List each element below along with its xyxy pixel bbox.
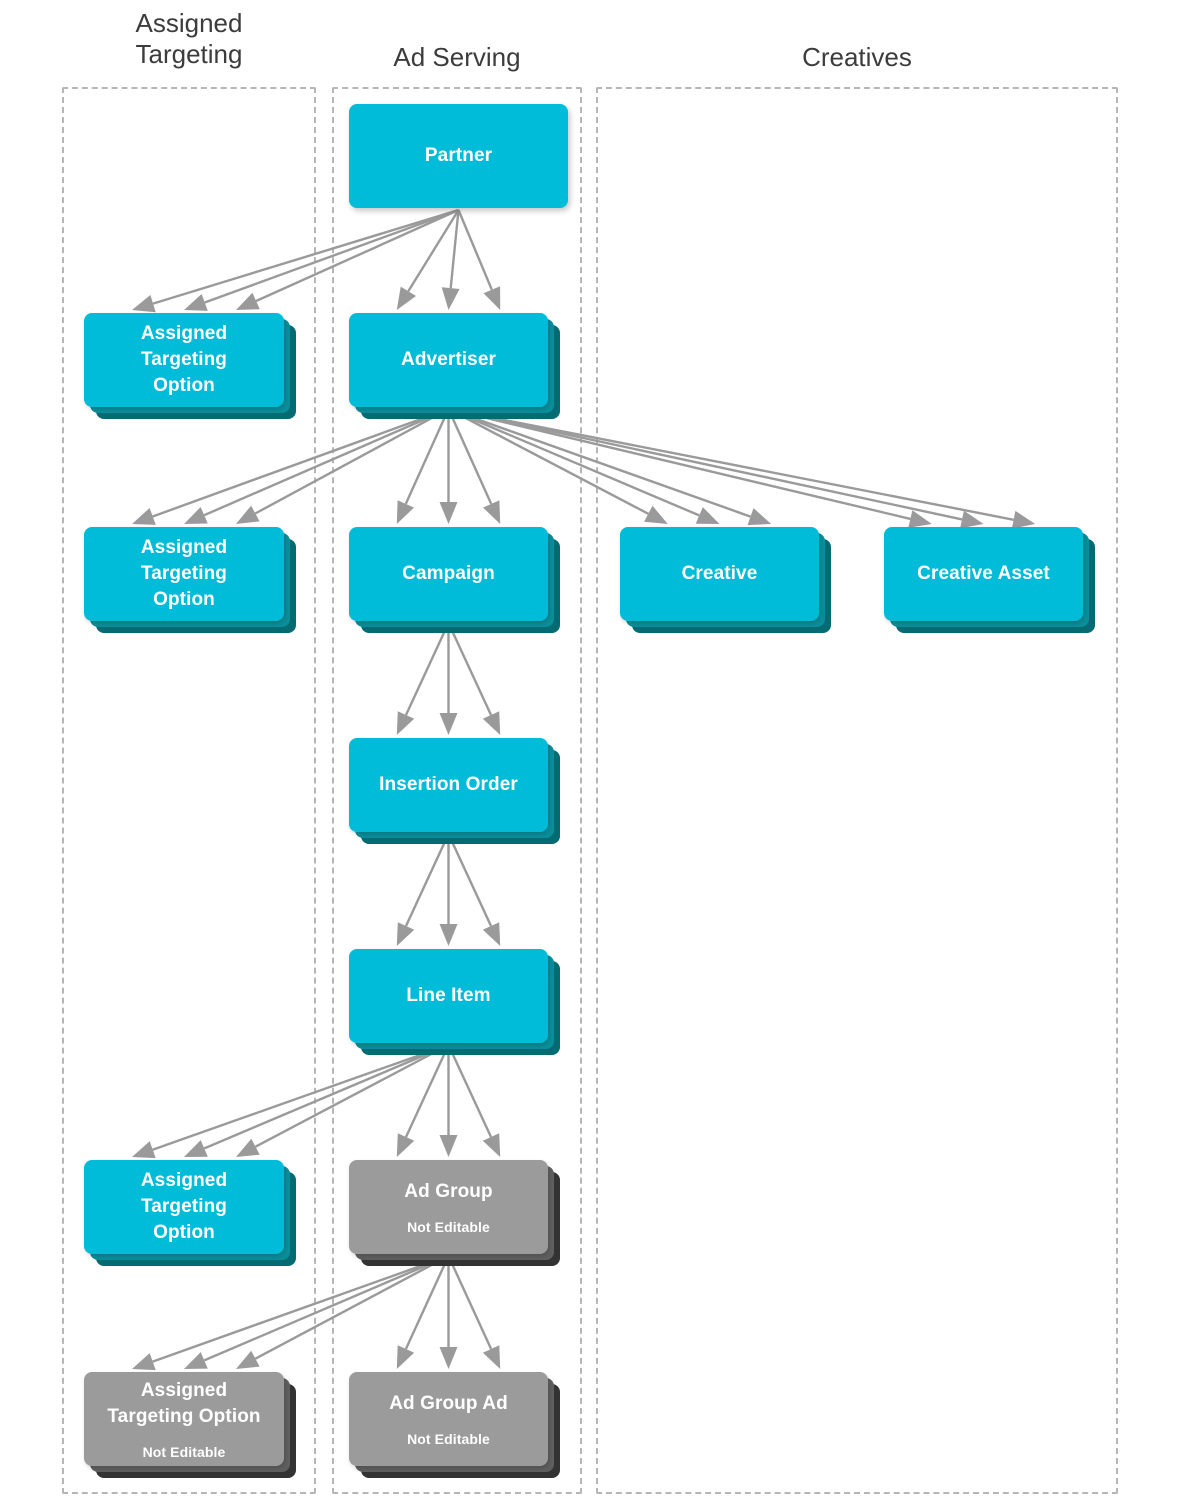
node-assigned-targeting-option-ad-group[interactable]: Assigned Targeting Option Not Editable	[84, 1372, 296, 1478]
node-title: Line Item	[406, 984, 491, 1006]
node-label-wrap: Assigned Targeting Option Not Editable	[84, 1372, 284, 1466]
node-title: Assigned Targeting Option	[107, 1379, 261, 1427]
node-title: Advertiser	[401, 348, 496, 370]
card-front	[84, 313, 284, 407]
node-title: Campaign	[402, 562, 495, 584]
node-title: Partner	[424, 144, 493, 166]
node-label-wrap: Campaign	[349, 527, 548, 621]
node-title: Assigned Targeting Option	[140, 1169, 228, 1244]
node-label-wrap: Assigned Targeting Option	[84, 527, 284, 621]
card-front	[84, 1160, 284, 1254]
node-label-wrap: Creative Asset	[884, 527, 1083, 621]
card-front	[349, 104, 568, 208]
node-label-wrap: Ad Group Ad Not Editable	[349, 1372, 548, 1466]
card-front	[349, 949, 548, 1043]
node-title: Insertion Order	[379, 773, 518, 795]
node-assigned-targeting-option-advertiser[interactable]: Assigned Targeting Option	[84, 527, 296, 633]
node-label-wrap: Advertiser	[349, 313, 548, 407]
node-badge-not-editable: Not Editable	[142, 1444, 226, 1461]
node-badge-not-editable: Not Editable	[407, 1431, 490, 1448]
node-ad-group-ad[interactable]: Ad Group Ad Not Editable	[349, 1372, 560, 1478]
node-campaign[interactable]: Campaign	[349, 527, 560, 633]
node-line-item[interactable]: Line Item	[349, 949, 560, 1055]
node-label-wrap: Assigned Targeting Option	[84, 313, 284, 407]
node-assigned-targeting-option-partner[interactable]: Assigned Targeting Option	[84, 313, 296, 419]
node-advertiser[interactable]: Advertiser	[349, 313, 560, 419]
node-label-wrap: Insertion Order	[349, 738, 548, 832]
node-badge-not-editable: Not Editable	[407, 1219, 490, 1236]
node-creative-asset[interactable]: Creative Asset	[884, 527, 1095, 633]
node-label-wrap: Partner	[349, 104, 568, 208]
node-title: Ad Group	[404, 1180, 493, 1202]
column-header-creatives: Creatives	[802, 42, 912, 72]
node-partner[interactable]: Partner	[349, 104, 568, 208]
column-header-ad-serving: Ad Serving	[393, 42, 521, 72]
column-region-assigned-targeting	[62, 87, 316, 1494]
column-region-ad-serving	[332, 87, 582, 1494]
card-front	[349, 1372, 548, 1466]
node-insertion-order[interactable]: Insertion Order	[349, 738, 560, 844]
node-title: Assigned Targeting Option	[140, 536, 228, 611]
node-label-wrap: Assigned Targeting Option	[84, 1160, 284, 1254]
node-label-wrap: Ad Group Not Editable	[349, 1160, 548, 1254]
node-title: Creative Asset	[917, 562, 1050, 584]
card-front	[620, 527, 819, 621]
card-front	[84, 527, 284, 621]
card-front	[84, 1372, 284, 1466]
column-header-assigned-targeting: Assigned Targeting	[135, 8, 243, 69]
node-label-wrap: Creative	[620, 527, 819, 621]
node-label-wrap: Line Item	[349, 949, 548, 1043]
card-front	[884, 527, 1083, 621]
node-assigned-targeting-option-line-item[interactable]: Assigned Targeting Option	[84, 1160, 296, 1266]
card-front	[349, 1160, 548, 1254]
node-title: Ad Group Ad	[389, 1392, 508, 1414]
card-front	[349, 738, 548, 832]
card-front	[349, 313, 548, 407]
column-region-creatives	[596, 87, 1118, 1494]
card-front	[349, 527, 548, 621]
node-ad-group[interactable]: Ad Group Not Editable	[349, 1160, 560, 1266]
node-creative[interactable]: Creative	[620, 527, 831, 633]
node-title: Assigned Targeting Option	[140, 322, 228, 397]
node-title: Creative	[681, 562, 758, 584]
